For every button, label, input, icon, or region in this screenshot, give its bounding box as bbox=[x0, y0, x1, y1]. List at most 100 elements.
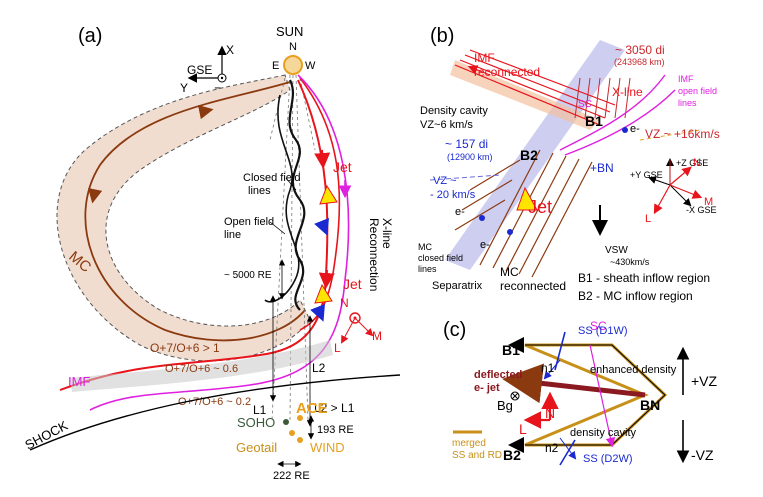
vz-20-label: VZ ~ - 20 km/s bbox=[430, 175, 476, 201]
soho-label: SOHO bbox=[237, 415, 275, 430]
electron-b2: e- bbox=[455, 206, 465, 218]
lmn-n: N bbox=[340, 296, 349, 310]
density-cavity-label: Density cavity VZ~6 km/s bbox=[420, 105, 491, 131]
imf-glow bbox=[70, 340, 333, 392]
mc-field-line bbox=[84, 81, 306, 342]
lmn-m: M bbox=[372, 329, 382, 343]
ace-label: ACE bbox=[296, 400, 328, 417]
l-label-c: L bbox=[519, 421, 527, 437]
electron-b1: e- bbox=[630, 123, 640, 135]
l1-label: L1 bbox=[253, 403, 267, 417]
b1-label-b: B1 bbox=[585, 113, 603, 129]
dist-157-label: ~ 157 di (12900 km) bbox=[445, 135, 493, 162]
reconnected-band bbox=[450, 60, 600, 130]
distance-5000: ~ 5000 RE bbox=[224, 270, 272, 281]
jet-label-1: Jet bbox=[333, 159, 352, 175]
vsw-label: VSW ~430km/s bbox=[605, 240, 650, 267]
xline-label: X-line bbox=[612, 85, 643, 99]
current-sheet-band bbox=[445, 40, 625, 270]
plus-vz: +VZ bbox=[691, 373, 718, 389]
reconnected-line-red bbox=[59, 79, 329, 391]
gse-x-label: X bbox=[226, 43, 234, 57]
panel-b-label: (b) bbox=[430, 25, 454, 47]
mc-reconnected-lines bbox=[479, 149, 593, 278]
axis-m: M bbox=[704, 196, 713, 208]
shock-label: SHOCK bbox=[22, 418, 70, 453]
red-hatch bbox=[574, 77, 631, 119]
sun-w: W bbox=[305, 60, 316, 72]
b1-desc: B1 - sheath inflow region bbox=[578, 271, 710, 285]
l2-gt-l1-label: L2 > L1 bbox=[314, 401, 355, 415]
oxygen-ratio-imf: O+7/O+6 ~ 0.2 bbox=[178, 396, 251, 408]
axis-z-gse: +Z GSE bbox=[676, 158, 708, 168]
lmn-gse-axes: +Z GSE +Y GSE -X GSE N M L bbox=[630, 157, 717, 225]
minus-vz: -VZ bbox=[691, 447, 714, 463]
oxygen-ratio-mid: O+7/O+6 ~ 0.6 bbox=[165, 363, 238, 375]
dashed-blue bbox=[429, 174, 501, 181]
sun-n: N bbox=[289, 41, 297, 53]
wind-dot bbox=[297, 437, 303, 443]
mc-region bbox=[56, 74, 311, 362]
ace-dot bbox=[297, 415, 303, 421]
electron-b3: e- bbox=[480, 239, 490, 251]
sun-disk bbox=[283, 55, 303, 75]
mc-closed-label: MC closed field lines bbox=[418, 242, 466, 274]
jet-b bbox=[516, 186, 538, 211]
deflected-jet-arrow bbox=[502, 363, 646, 404]
axis-n: N bbox=[693, 157, 701, 169]
n-label-c: N bbox=[545, 405, 555, 421]
panel-b: (b) bbox=[418, 25, 720, 303]
jet-label-2: Jet bbox=[343, 276, 362, 292]
open-field-line-label: Open field line bbox=[224, 216, 277, 241]
jet-b-label: Jet bbox=[528, 197, 552, 217]
dist-222: 222 RE bbox=[273, 470, 310, 482]
b2-desc: B2 - MC inflow region bbox=[578, 289, 693, 303]
sc-label-b: SC bbox=[578, 99, 592, 110]
n2-label: n2 bbox=[545, 441, 559, 455]
plus-bn-label: +BN bbox=[590, 161, 614, 175]
sc-label-c: SC bbox=[590, 319, 607, 333]
imf-open-label: IMF open field lines bbox=[678, 74, 720, 108]
panel-a-label: (a) bbox=[78, 25, 102, 47]
lmn-l: L bbox=[334, 341, 341, 355]
jet-2 bbox=[314, 283, 333, 304]
panel-c: (c) SC SS (D1W) SS (D2W) n1 n2 B1 B2 BN … bbox=[443, 319, 718, 466]
sun-title: SUN bbox=[276, 24, 303, 39]
b2-label-c: B2 bbox=[503, 447, 521, 463]
imf-line bbox=[89, 74, 350, 411]
density-cavity-c: density cavity bbox=[570, 427, 637, 439]
bg-label: Bg bbox=[497, 398, 513, 413]
geotail-dot bbox=[289, 430, 295, 436]
closed-field-line bbox=[288, 79, 306, 311]
axis-l: L bbox=[645, 213, 651, 225]
b2-label-b: B2 bbox=[520, 147, 538, 163]
geotail-label: Geotail bbox=[236, 440, 277, 455]
l2-label: L2 bbox=[312, 361, 326, 375]
wind-label: WIND bbox=[310, 440, 345, 455]
panel-a: (a) X GSE Y Z SUN N E W MC O+7/O+6 > 1 bbox=[22, 24, 401, 482]
gse-y-label: Y bbox=[180, 81, 188, 95]
sun: SUN N E W bbox=[272, 24, 316, 75]
axis-x-gse: -X GSE bbox=[686, 205, 717, 215]
gse-label: GSE bbox=[187, 63, 212, 77]
reconnection-xline-label: Reconnection X-line bbox=[367, 218, 394, 295]
enhanced-density: enhanced density bbox=[590, 364, 677, 376]
axis-y-gse: +Y GSE bbox=[630, 170, 663, 180]
shock-curve bbox=[29, 374, 401, 451]
vz-16-label: VZ ~ +16km/s bbox=[645, 127, 720, 141]
soho-dot bbox=[283, 419, 289, 425]
imf-reconnected-label: IMF reconnected bbox=[474, 51, 540, 79]
n1-label: n1 bbox=[541, 361, 555, 375]
mc-reconnected-label: MC reconnected bbox=[500, 265, 566, 293]
imf-label: IMF bbox=[68, 374, 90, 389]
merged-legend: merged SS and RD bbox=[452, 438, 502, 461]
ss-d2w: SS (D2W) bbox=[583, 453, 633, 465]
imf-reconnected-lines bbox=[454, 49, 616, 126]
deflected-jet-label: deflected e- jet bbox=[474, 369, 525, 394]
dist-3050-label: ~ 3050 di (243968 km) bbox=[614, 41, 669, 67]
sun-e: E bbox=[272, 60, 279, 72]
ss-d1w: SS (D1W) bbox=[578, 325, 628, 337]
vz-dash bbox=[639, 129, 701, 141]
dist-193: 193 RE bbox=[317, 424, 354, 436]
